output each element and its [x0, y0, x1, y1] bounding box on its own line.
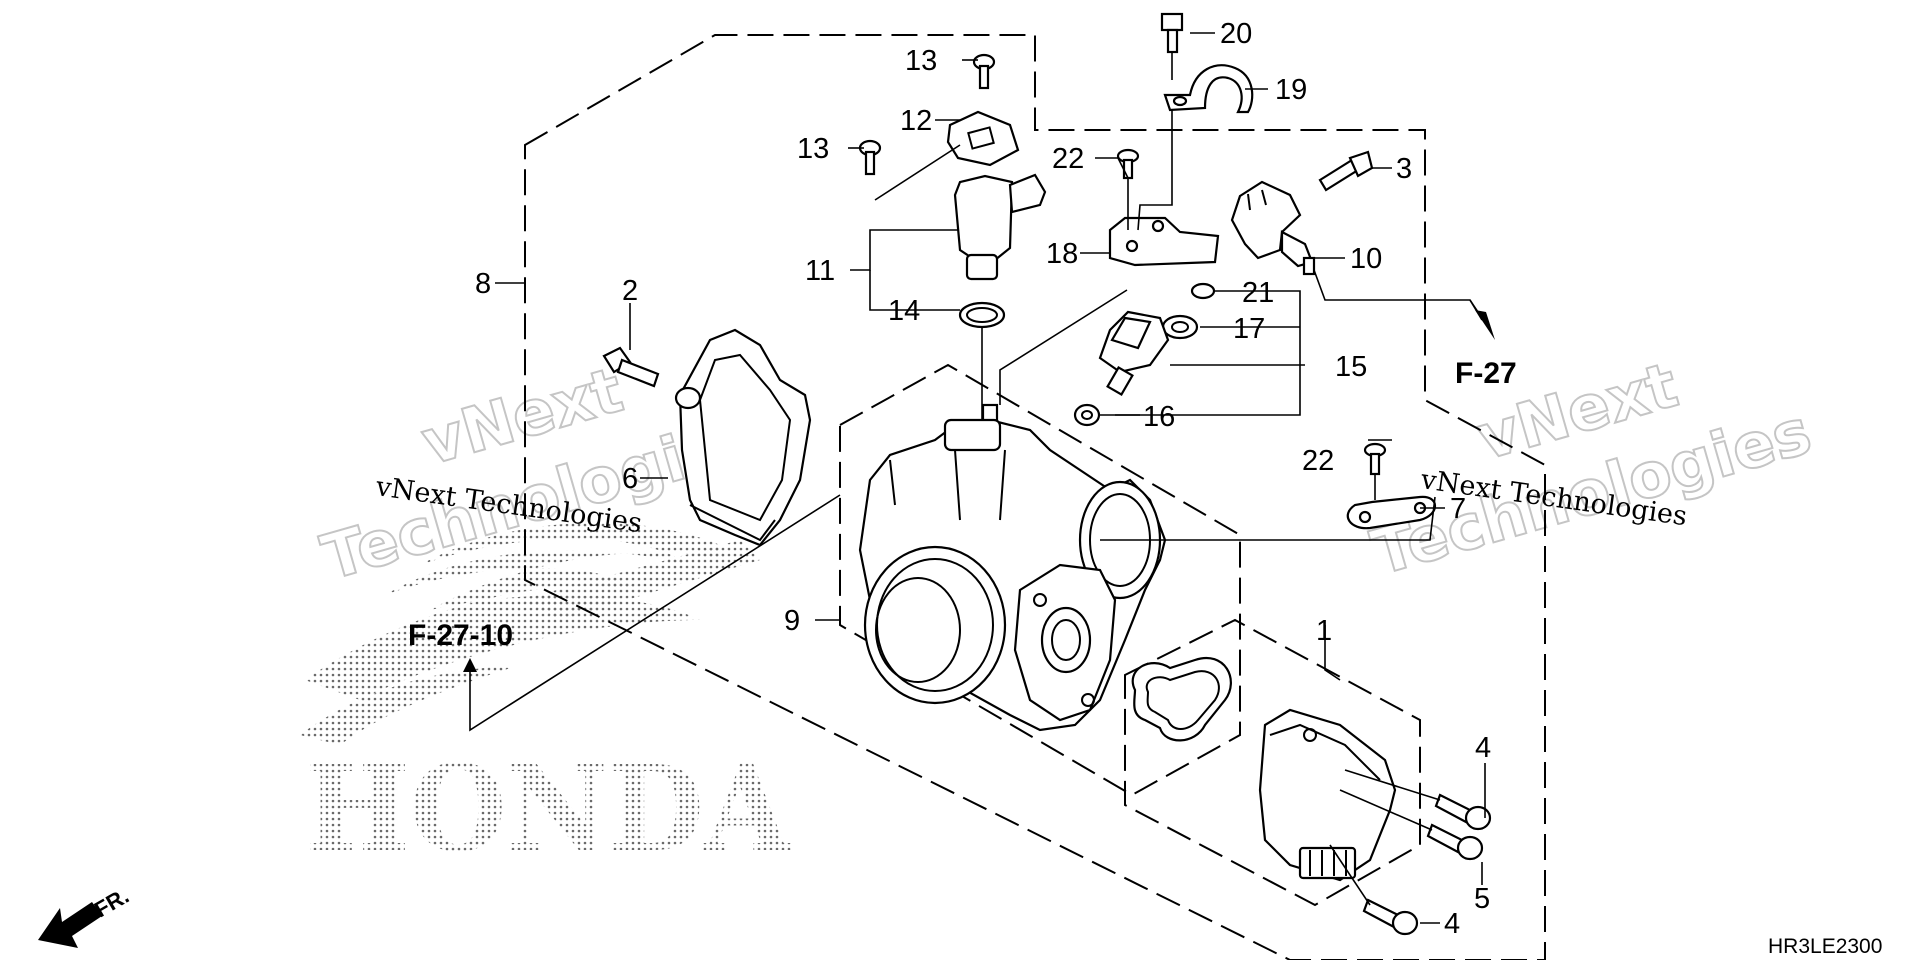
assembly-outline-8: [524, 34, 1546, 960]
callout-2: 2: [622, 275, 638, 307]
front-direction-arrow: FR.: [38, 883, 133, 948]
plate-7: [1346, 495, 1437, 530]
seal-16: [1073, 403, 1101, 427]
reference-arrow-left-head: [463, 658, 477, 672]
honda-logo-text: HONDA: [305, 739, 791, 878]
screw-22-lower: [1363, 442, 1387, 476]
callout-4-lower: 4: [1444, 908, 1460, 940]
reference-label-left: F-27-10: [408, 619, 513, 652]
reference-arrow-right-head: [1475, 310, 1495, 340]
callout-3: 3: [1396, 153, 1412, 185]
callout-13-lower: 13: [797, 133, 829, 165]
callout-22-lower: 22: [1302, 445, 1334, 477]
callout-16: 16: [1143, 401, 1175, 433]
seal-17: [1161, 314, 1199, 340]
callout-9: 9: [784, 605, 800, 637]
callout-17: 17: [1233, 313, 1265, 345]
o-ring-14: [958, 301, 1006, 329]
callout-12: 12: [900, 105, 932, 137]
callout-13-upper: 13: [905, 45, 937, 77]
leader-lines: [469, 32, 1491, 924]
honda-wing-logo: [300, 522, 760, 745]
screw-5: [1426, 823, 1484, 861]
sensor-10: [1230, 180, 1316, 276]
diagram-code: HR3LE2300: [1768, 935, 1882, 958]
callout-11: 11: [805, 255, 835, 287]
callout-20: 20: [1220, 18, 1252, 50]
sensor-11: [953, 173, 1047, 281]
callout-8: 8: [475, 268, 491, 300]
gasket: [1131, 657, 1232, 742]
callout-4-upper: 4: [1475, 732, 1491, 764]
sensor-cap-12: [946, 110, 1020, 167]
cover-6: [674, 328, 812, 547]
callout-19: 19: [1275, 74, 1307, 106]
screw-4-lower: [1362, 898, 1419, 936]
callout-21: 21: [1242, 277, 1274, 309]
assembly-outline-9: [839, 363, 1241, 797]
callout-15: 15: [1335, 351, 1367, 383]
callout-7: 7: [1450, 493, 1466, 525]
callout-22-upper: 22: [1052, 143, 1084, 175]
bolt-3: [1318, 150, 1374, 192]
throttle-body-9: [858, 403, 1167, 732]
o-ring-21: [1190, 282, 1216, 300]
bracket-18: [1108, 216, 1220, 267]
screw-4-upper: [1434, 793, 1492, 831]
reference-label-right: F-27: [1455, 357, 1517, 390]
assembly-outline-1: [1124, 618, 1421, 907]
callout-10: 10: [1350, 243, 1382, 275]
sensor-1: [1258, 708, 1397, 882]
callout-1: 1: [1316, 615, 1332, 647]
bolt-20: [1160, 12, 1184, 54]
callout-14: 14: [888, 295, 920, 327]
callout-5: 5: [1474, 883, 1490, 915]
callout-18: 18: [1046, 238, 1078, 270]
screw-13-lower: [858, 139, 882, 176]
injector-15: [1098, 310, 1170, 397]
clamp-19: [1163, 64, 1254, 114]
watermark-right: vNext Technologies vNext Technologies: [1363, 347, 1820, 590]
bolt-2: [602, 346, 660, 388]
callout-6: 6: [622, 463, 638, 495]
screw-13-upper: [972, 53, 996, 90]
